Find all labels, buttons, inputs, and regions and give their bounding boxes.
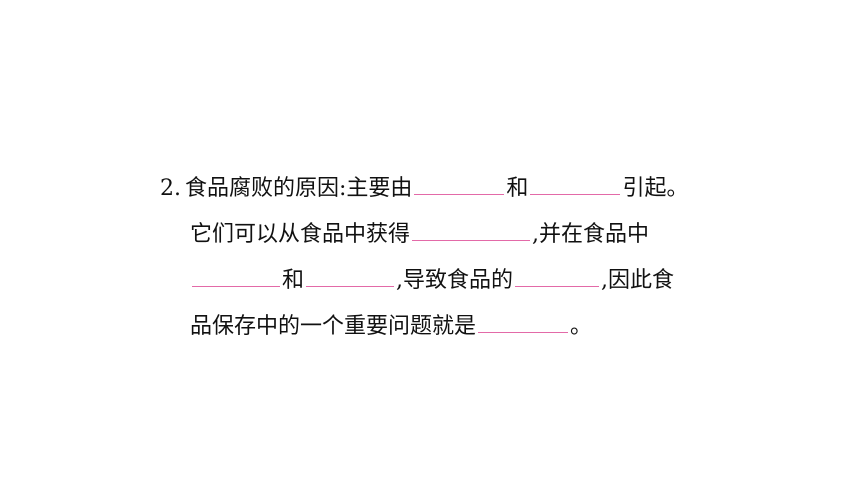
text-segment: 品保存中的一个重要问题就是	[190, 314, 477, 339]
text-segment: 引起。	[622, 176, 689, 201]
answer-blank-1[interactable]	[414, 170, 505, 195]
question-line-1: 2.食品腐败的原因:主要由 和 引起。	[160, 170, 689, 201]
answer-blank-6[interactable]	[515, 262, 600, 287]
answer-blank-4[interactable]	[192, 262, 280, 287]
question-line-2: 它们可以从食品中获得 ,并在食品中	[190, 216, 650, 247]
question-number: 2.	[160, 176, 181, 201]
text-segment: 食品腐败的原因:主要由	[185, 176, 413, 201]
text-segment: ,并在食品中	[532, 222, 650, 247]
text-segment: ,导致食品的	[396, 268, 514, 293]
text-segment: 和	[506, 176, 529, 201]
text-segment: 和	[282, 268, 305, 293]
text-segment: ,因此食	[601, 268, 675, 293]
text-segment: 。	[570, 314, 593, 339]
question-line-4: 品保存中的一个重要问题就是 。	[190, 308, 593, 339]
question-line-3: 和 ,导致食品的 ,因此食	[190, 262, 675, 293]
answer-blank-7[interactable]	[478, 308, 569, 333]
answer-blank-2[interactable]	[530, 170, 621, 195]
answer-blank-3[interactable]	[412, 216, 531, 241]
text-segment: 它们可以从食品中获得	[190, 222, 411, 247]
answer-blank-5[interactable]	[306, 262, 395, 287]
